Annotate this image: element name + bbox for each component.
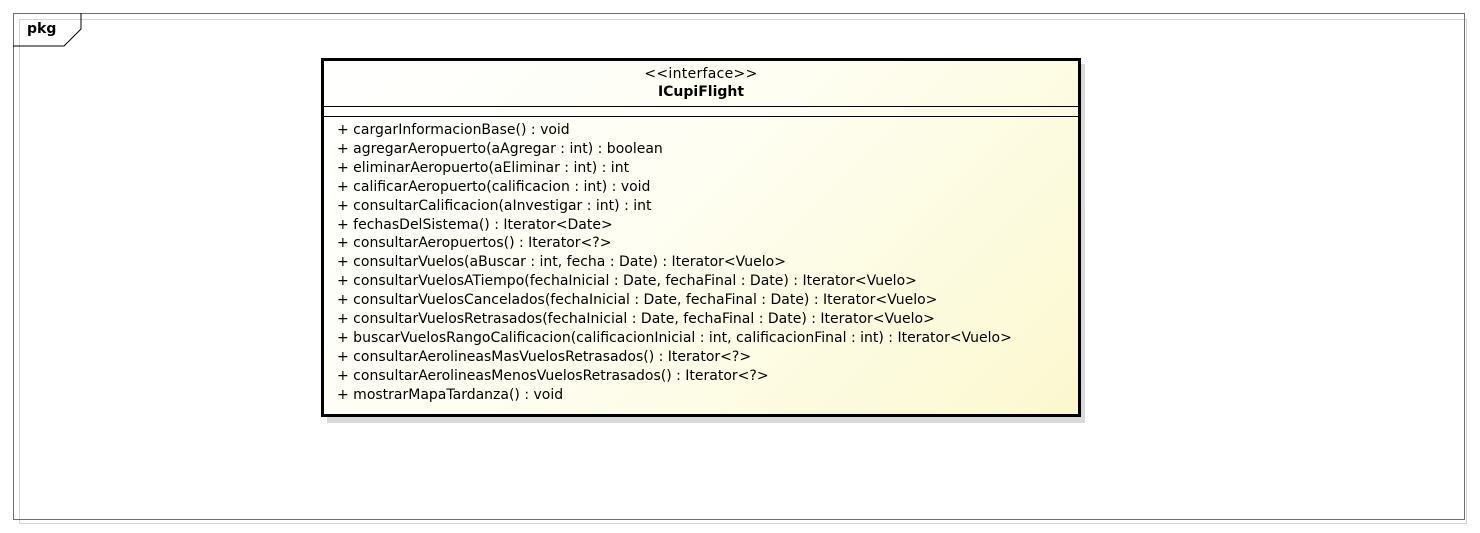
operation-item: + mostrarMapaTardanza() : void (337, 386, 564, 403)
class-header: <<interface>> ICupiFlight (324, 61, 1078, 107)
operation-item: + consultarVuelosCancelados(fechaInicial… (337, 292, 938, 309)
package-tab-label: pkg (27, 21, 57, 37)
operation-item: + eliminarAeropuerto(aEliminar : int) : … (337, 159, 630, 176)
operation-item: + buscarVuelosRangoCalificacion(califica… (337, 329, 1012, 346)
operation-item: + calificarAeropuerto(calificacion : int… (337, 178, 651, 195)
operation-item: + fechasDelSistema() : Iterator<Date> (337, 216, 613, 233)
package-tab: pkg (13, 13, 83, 47)
operation-item: + consultarAeropuertos() : Iterator<?> (337, 235, 612, 252)
package-frame-shadow (19, 19, 1467, 524)
class-name: ICupiFlight (657, 84, 745, 100)
operations-compartment: + cargarInformacionBase() : void + agrega… (324, 117, 1078, 405)
operation-item: + agregarAeropuerto(aAgregar : int) : bo… (337, 140, 663, 157)
operation-item: + consultarVuelosATiempo(fechaInicial : … (337, 273, 917, 290)
package-frame (13, 13, 1465, 520)
operation-item: + consultarCalificacion(aInvestigar : in… (337, 197, 652, 214)
operation-item: + cargarInformacionBase() : void (337, 122, 570, 138)
operation-item: + consultarAerolineasMasVuelosRetrasados… (337, 348, 752, 365)
interface-class-box[interactable]: <<interface>> ICupiFlight + cargarInform… (321, 58, 1081, 417)
operation-item: + consultarVuelos(aBuscar : int, fecha :… (337, 254, 786, 271)
package-tab-outline (13, 13, 82, 47)
class-stereotype: <<interface>> (644, 66, 758, 82)
operation-item: + consultarAerolineasMenosVuelosRetrasad… (337, 367, 769, 384)
attributes-compartment (324, 107, 1078, 117)
operation-item: + consultarVuelosRetrasados(fechaInicial… (337, 311, 935, 328)
